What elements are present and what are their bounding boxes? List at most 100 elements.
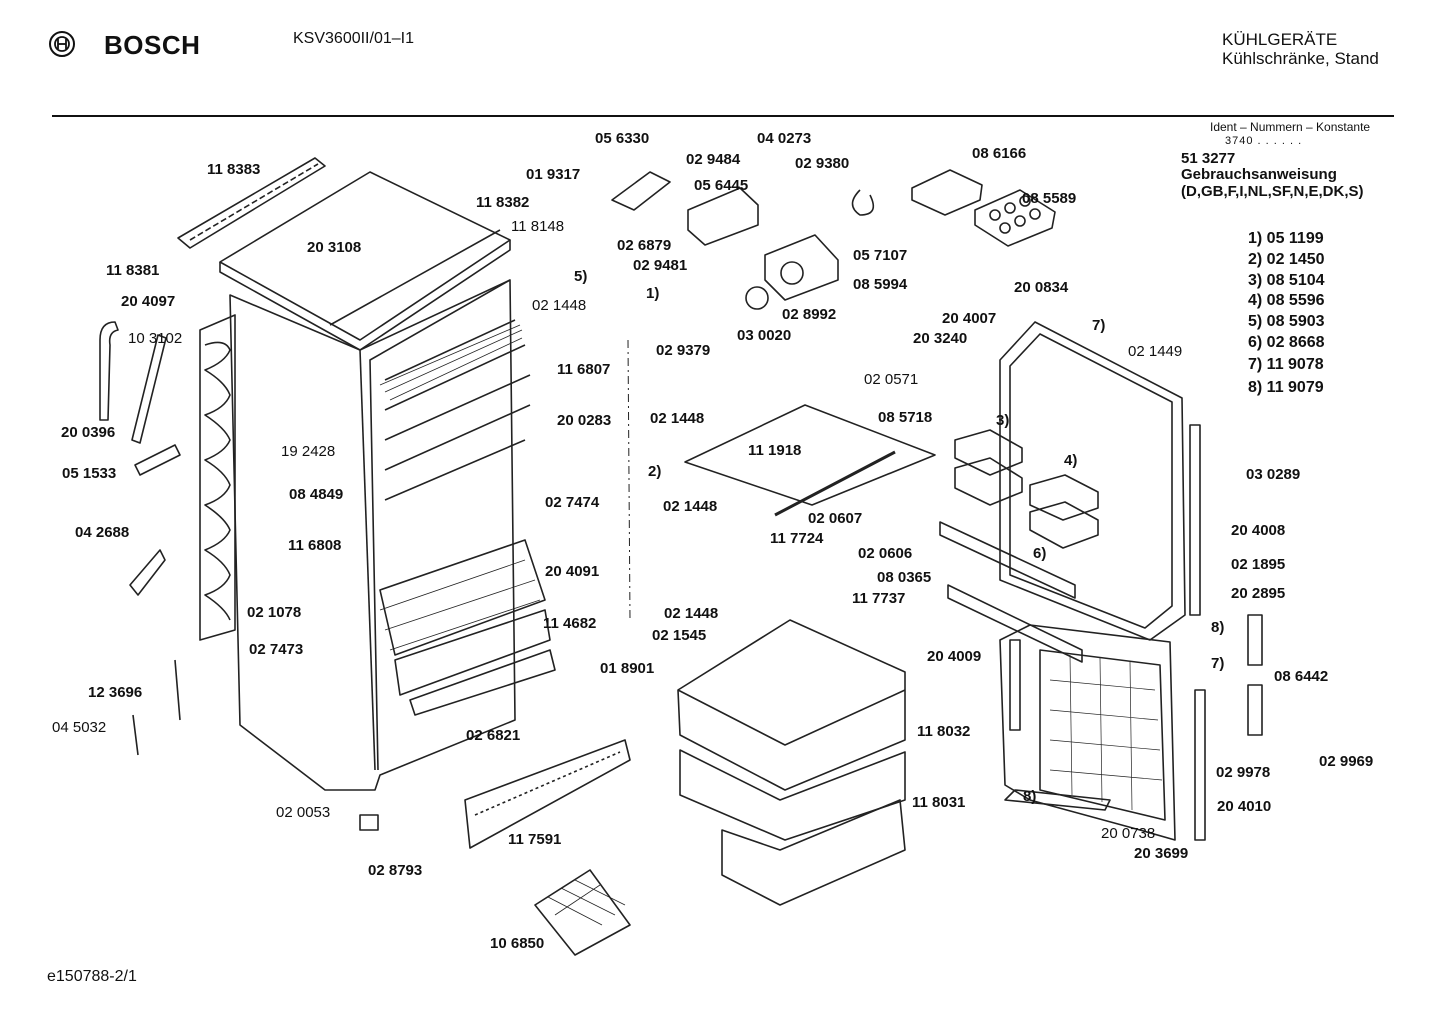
model-number: KSV3600II/01–I1	[293, 30, 414, 47]
manual-title: Gebrauchsanweisung	[1181, 166, 1337, 183]
part-label: 02 1448	[664, 605, 719, 622]
callout-marker: 2)	[648, 463, 662, 480]
part-label: 12 3696	[88, 684, 143, 701]
legend-item: 6) 02 8668	[1248, 334, 1325, 351]
part-label: 11 7591	[508, 831, 562, 848]
legend-item: 3) 08 5104	[1248, 272, 1325, 289]
part-label: 04 0273	[757, 130, 812, 147]
callout-marker: 7)	[1211, 655, 1225, 672]
legend-item: 8) 11 9079	[1248, 379, 1324, 396]
part-label: 02 7473	[249, 641, 304, 658]
part-label: 02 1448	[650, 410, 705, 427]
part-label: 02 1448	[663, 498, 718, 515]
part-label: 11 7724	[770, 530, 824, 547]
manual-number: 51 3277	[1181, 150, 1236, 167]
part-label: 02 9969	[1319, 753, 1374, 770]
callout-marker: 1)	[646, 285, 660, 302]
part-label: 02 0053	[276, 804, 331, 821]
part-label: 20 4091	[545, 563, 600, 580]
part-label: 02 6879	[617, 237, 672, 254]
callout-marker: 3)	[996, 412, 1010, 429]
legend-item: 2) 02 1450	[1248, 251, 1325, 268]
ident-heading: Ident – Nummern – Konstante	[1210, 120, 1371, 134]
part-label: 20 2895	[1231, 585, 1286, 602]
callout-marker: 6)	[1033, 545, 1047, 562]
part-label: 01 9317	[526, 166, 581, 183]
part-label: 04 2688	[75, 524, 130, 541]
part-label: 02 8793	[368, 862, 423, 879]
part-label: 20 4010	[1217, 798, 1272, 815]
part-label: 08 6166	[972, 145, 1027, 162]
part-label: 02 0607	[808, 510, 863, 527]
callout-marker: 8)	[1023, 788, 1037, 805]
part-label: 20 4008	[1231, 522, 1286, 539]
part-label: 02 0606	[858, 545, 913, 562]
part-label: 08 4849	[289, 486, 344, 503]
category-title: KÜHLGERÄTE	[1222, 30, 1338, 49]
part-label: 03 0020	[737, 327, 792, 344]
part-label: 10 3102	[128, 330, 183, 347]
callout-marker: 7)	[1092, 317, 1106, 334]
part-label: 02 9481	[633, 257, 688, 274]
part-label: 05 1533	[62, 465, 117, 482]
part-label: 03 0289	[1246, 466, 1301, 483]
part-label: 05 6445	[694, 177, 749, 194]
part-label: 20 3240	[913, 330, 968, 347]
part-label: 11 6807	[557, 361, 611, 378]
part-label: 02 7474	[545, 494, 600, 511]
part-label: 11 8383	[207, 161, 261, 178]
part-label: 02 1545	[652, 627, 707, 644]
part-label: 02 1449	[1128, 343, 1183, 360]
part-label: 02 9380	[795, 155, 850, 172]
part-label: 11 7737	[852, 590, 906, 607]
part-label: 02 9484	[686, 151, 741, 168]
part-label: 11 8032	[917, 723, 971, 740]
part-label: 11 1918	[748, 442, 802, 459]
part-label: 20 4097	[121, 293, 176, 310]
part-label: 11 6808	[288, 537, 342, 554]
crisper-drawer-shape	[677, 619, 906, 791]
part-label: 20 0283	[557, 412, 612, 429]
part-label: 05 7107	[853, 247, 908, 264]
part-label: 02 9379	[656, 342, 711, 359]
callout-marker: 4)	[1064, 452, 1078, 469]
legend-item: 4) 08 5596	[1248, 292, 1325, 309]
part-label: 02 1895	[1231, 556, 1286, 573]
part-label: 20 4009	[927, 648, 982, 665]
part-label: 10 6850	[490, 935, 545, 952]
legend-item: 5) 08 5903	[1248, 313, 1325, 330]
part-label: 11 8381	[106, 262, 160, 279]
part-label: 20 3699	[1134, 845, 1189, 862]
callout-marker: 8)	[1211, 619, 1225, 636]
cabinet-body-shape	[229, 279, 516, 791]
drawing-id: e150788-2/1	[47, 968, 137, 985]
part-label: 02 6821	[466, 727, 521, 744]
part-label: 02 1448	[532, 297, 587, 314]
legend-item: 1) 05 1199	[1248, 230, 1324, 247]
part-label: 08 0365	[877, 569, 932, 586]
part-label: 20 0396	[61, 424, 116, 441]
ice-tray-shape	[534, 869, 631, 956]
part-label: 20 3108	[307, 239, 362, 256]
part-label: 02 0571	[864, 371, 919, 388]
wire-shelf-shape	[379, 539, 546, 656]
part-label: 05 6330	[595, 130, 650, 147]
part-label: 08 5589	[1022, 190, 1077, 207]
part-label: 08 5994	[853, 276, 908, 293]
thermostat-housing-shape	[764, 234, 839, 301]
part-label: 02 9978	[1216, 764, 1271, 781]
ident-constant: 3740 . . . . . .	[1225, 135, 1303, 147]
part-label: 20 4007	[942, 310, 997, 327]
lower-door-shape	[999, 624, 1176, 841]
brand-name: BOSCH	[104, 30, 201, 60]
part-label: 20 0738	[1101, 825, 1156, 842]
part-label: 01 8901	[600, 660, 655, 677]
upper-door-shape	[999, 321, 1186, 641]
kick-plate-shape	[464, 739, 631, 849]
callout-marker: 5)	[574, 268, 588, 285]
part-label: 04 5032	[52, 719, 107, 736]
bosch-logo-icon	[48, 30, 76, 63]
part-label: 02 1078	[247, 604, 302, 621]
glass-shelf-shape	[684, 404, 936, 506]
category-subtitle: Kühlschränke, Stand	[1222, 49, 1379, 68]
